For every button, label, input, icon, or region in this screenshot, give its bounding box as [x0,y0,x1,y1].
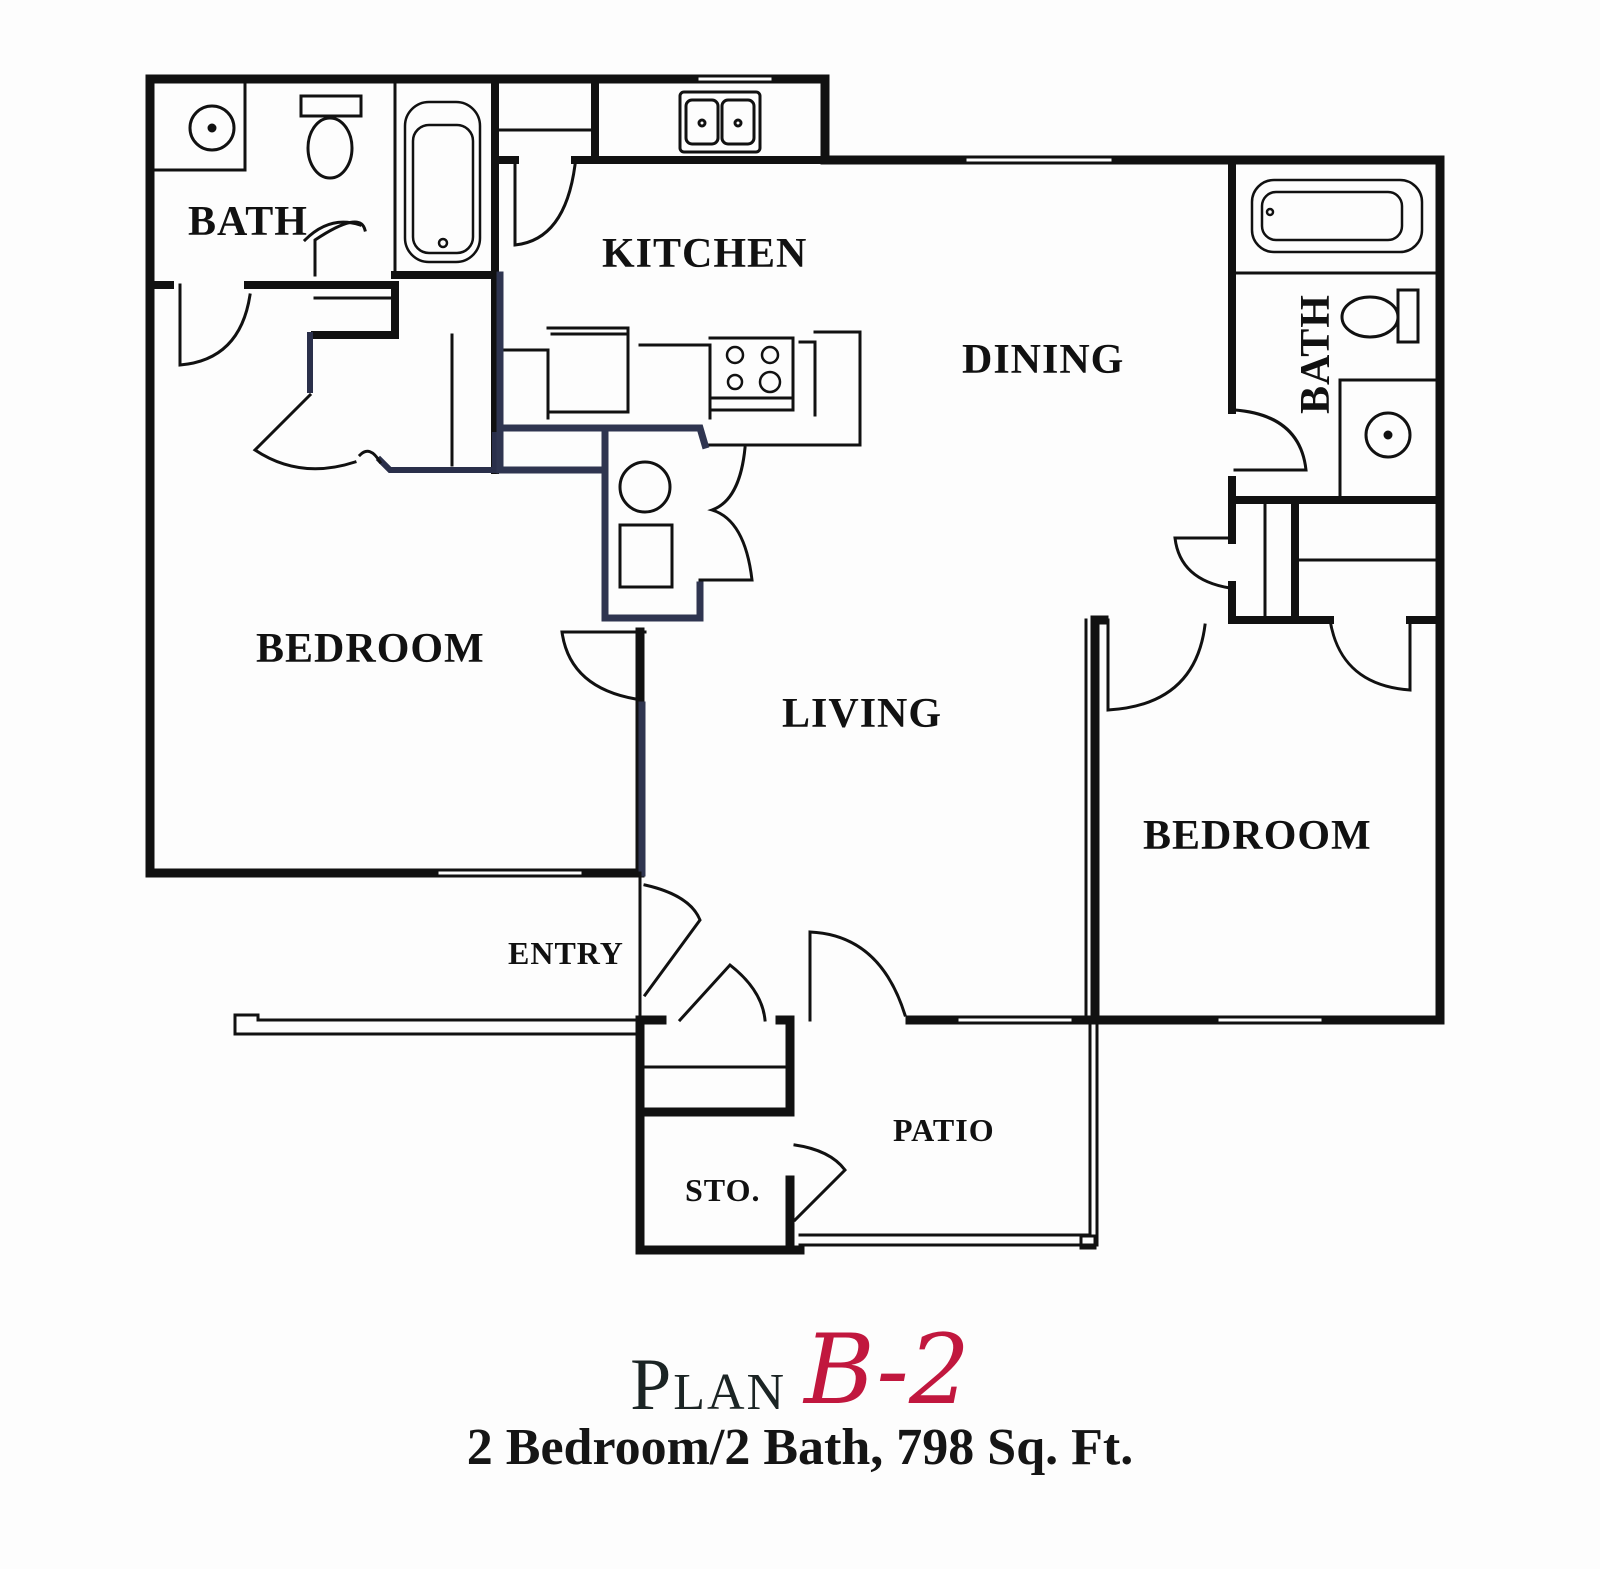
dryer-icon [618,523,674,589]
plan-code: B-2 [804,1314,970,1426]
room-label-living: LIVING [782,691,943,737]
bathtub-icon [403,100,482,264]
kitchen-walls [491,75,829,164]
room-label-kitchen: KITCHEN [602,231,808,277]
room-label-patio: PATIO [893,1112,995,1148]
left-bath-walls [146,75,499,474]
room-label-bedroom-left: BEDROOM [256,626,485,672]
left-closet-walls [307,332,498,473]
room-label-dining: DINING [962,337,1125,383]
kitchen-counter [498,326,862,447]
balcony-rail [233,871,642,1036]
right-closet-walls [1228,496,1444,624]
toilet-icon [1340,288,1420,344]
room-label-bath-right: BATH [1293,294,1339,414]
plan-summary: 2 Bedroom/2 Bath, 798 Sq. Ft. [466,1419,1134,1476]
double-sink-icon [678,90,762,154]
bathtub-icon [1250,178,1424,254]
toilet-icon [299,94,363,180]
room-label-bath-left: BATH [188,199,308,245]
kitchen-partition-walls [496,271,710,622]
sink-icon [188,104,236,152]
plan-title-prefix: Plan [630,1344,787,1426]
sink-icon [1364,411,1412,459]
stove-icon [725,345,782,394]
room-label-storage: STO. [685,1172,761,1208]
room-label-entry: ENTRY [508,935,624,971]
washer-icon [618,460,672,514]
windows [438,77,1322,1022]
room-label-bedroom-right: BEDROOM [1143,813,1372,859]
